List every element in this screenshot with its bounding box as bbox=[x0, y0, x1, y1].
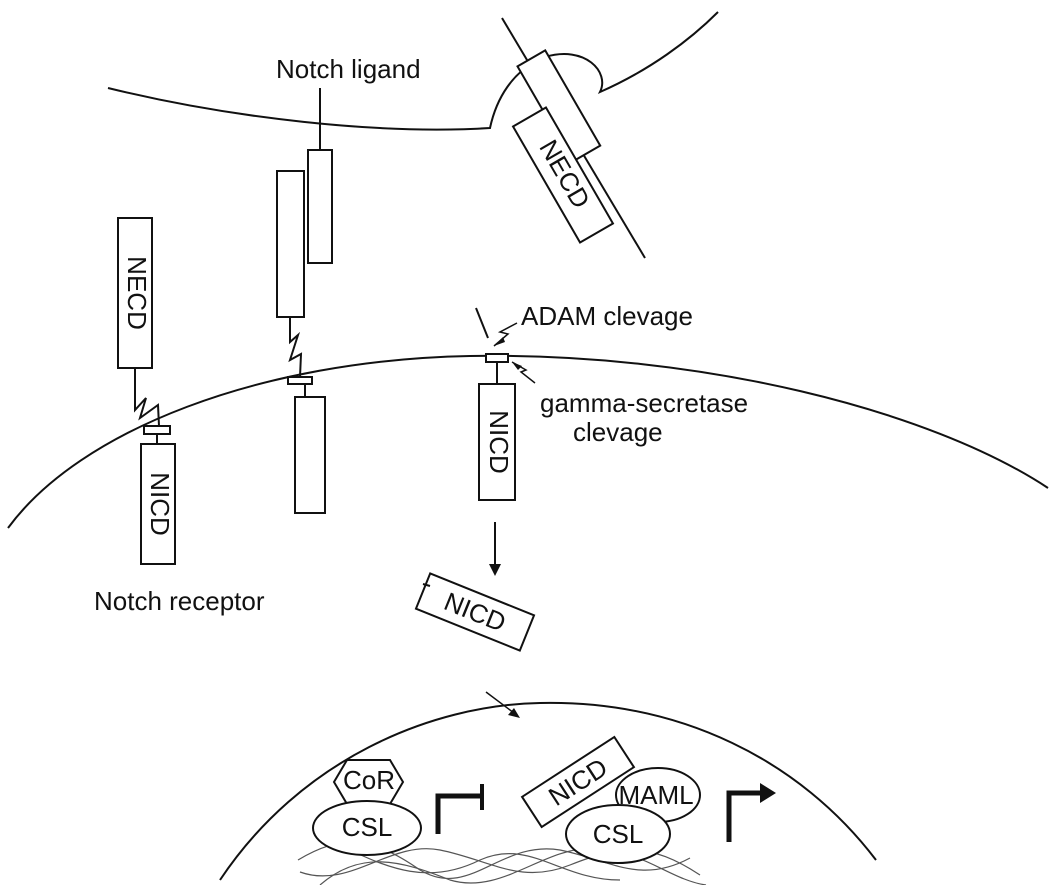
csl-left-ellipse bbox=[312, 800, 422, 856]
left-necd-box bbox=[117, 217, 153, 369]
active-promoter-arrowhead bbox=[760, 783, 776, 803]
release-arrow-head bbox=[489, 564, 501, 576]
free-nicd-box bbox=[414, 572, 536, 652]
nuclear-entry-arrow bbox=[485, 691, 515, 714]
free-nicd-tail bbox=[422, 583, 431, 587]
repressed-promoter-icon bbox=[435, 793, 482, 834]
receiving-cell-membrane bbox=[7, 354, 1049, 529]
cleaved-nicd-label: NICD bbox=[484, 410, 514, 474]
left-necd-label: NECD bbox=[122, 256, 152, 330]
adam-cleavage-label: ADAM clevage bbox=[521, 301, 693, 331]
bound-nicd-box bbox=[294, 396, 326, 514]
left-nicd-label: NICD bbox=[145, 472, 175, 536]
dna-strand-4 bbox=[339, 844, 621, 881]
nuclear-membrane bbox=[219, 701, 877, 881]
cor-label: CoR bbox=[343, 765, 395, 795]
ligand-box bbox=[307, 149, 333, 264]
gamma-arrow-head bbox=[512, 362, 522, 370]
csl-right-label: CSL bbox=[593, 819, 644, 849]
bound-tm-box bbox=[287, 376, 313, 385]
csl-right-ellipse bbox=[565, 804, 671, 864]
endocytosed-necd-box bbox=[511, 106, 615, 244]
left-nicd-box bbox=[140, 443, 176, 565]
left-tm-box bbox=[143, 425, 171, 435]
left-linker bbox=[134, 368, 160, 427]
dna-strand-3 bbox=[319, 847, 707, 885]
adam-arrow-head bbox=[494, 337, 505, 346]
gamma-secretase-label: gamma-secretase bbox=[540, 388, 748, 418]
active-promoter-icon bbox=[726, 790, 762, 842]
notch-receptor-label: Notch receptor bbox=[94, 586, 265, 616]
bound-linker bbox=[288, 317, 303, 378]
adam-tick bbox=[475, 307, 489, 339]
cleaved-nicd-box bbox=[478, 383, 516, 501]
gamma-cleavage-label: clevage bbox=[573, 417, 663, 447]
bound-necd-box bbox=[276, 170, 305, 318]
nuclear-entry-arrow-head bbox=[508, 708, 520, 718]
nuclear-nicd-box bbox=[520, 735, 636, 829]
cleaved-tm-box bbox=[485, 353, 509, 363]
csl-left-label: CSL bbox=[342, 812, 393, 842]
notch-ligand-label: Notch ligand bbox=[276, 54, 421, 84]
